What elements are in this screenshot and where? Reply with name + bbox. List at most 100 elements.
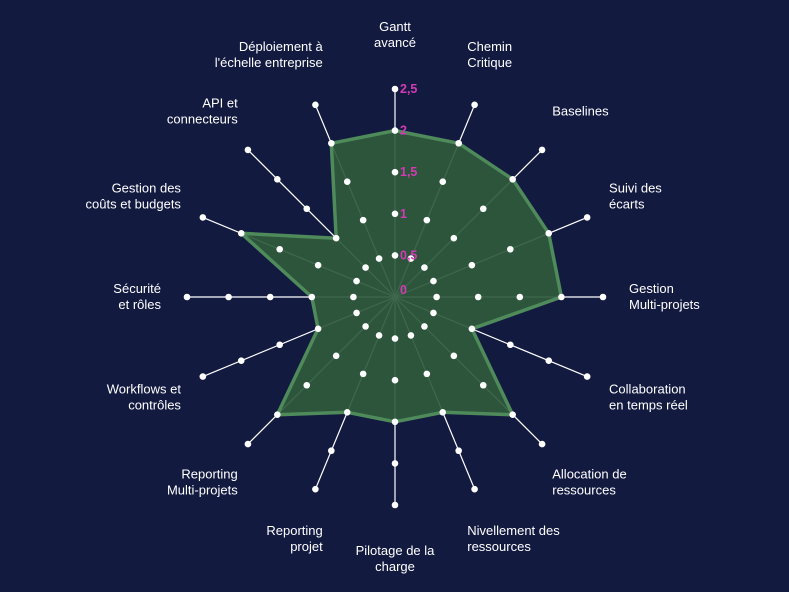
grid-point xyxy=(507,245,514,253)
grid-point xyxy=(375,332,383,339)
grid-point xyxy=(353,277,360,285)
grid-point xyxy=(545,357,553,364)
grid-point xyxy=(362,264,369,271)
radial-tick-labels: 0 0,5 1 1,5 2 2,5 xyxy=(400,82,417,297)
grid-point xyxy=(479,381,487,389)
grid-point xyxy=(314,261,322,269)
grid-point xyxy=(328,447,335,455)
grid-point xyxy=(583,214,591,221)
grid-point xyxy=(303,381,311,389)
grid-point xyxy=(474,293,482,301)
grid-point xyxy=(328,139,335,147)
grid-point xyxy=(407,332,415,339)
tick-label: 0 xyxy=(400,283,407,297)
grid-point xyxy=(391,501,399,509)
grid-point xyxy=(391,127,399,134)
grid-point xyxy=(433,293,440,301)
grid-point xyxy=(332,352,340,360)
grid-points xyxy=(183,85,607,509)
grid-point xyxy=(308,293,316,301)
grid-point xyxy=(421,264,428,271)
grid-point xyxy=(237,357,245,364)
grid-point xyxy=(545,230,553,237)
tick-label: 1,5 xyxy=(400,165,417,179)
grid-point xyxy=(266,293,274,301)
grid-point xyxy=(423,216,431,224)
grid-point xyxy=(471,101,478,109)
grid-point xyxy=(332,234,340,242)
grid-point xyxy=(391,460,399,467)
grid-point xyxy=(199,214,207,221)
grid-point xyxy=(439,178,447,185)
grid-point xyxy=(507,341,514,349)
grid-point xyxy=(599,293,607,301)
grid-point xyxy=(244,146,252,154)
grid-point xyxy=(314,325,322,333)
grid-point xyxy=(343,409,351,416)
grid-point xyxy=(362,323,369,330)
tick-label: 2,5 xyxy=(400,82,417,96)
grid-point xyxy=(509,411,516,418)
grid-point xyxy=(450,234,458,242)
grid-point xyxy=(375,255,383,262)
grid-point xyxy=(468,325,476,333)
grid-point xyxy=(244,440,252,448)
grid-point xyxy=(303,205,311,213)
grid-point xyxy=(183,293,191,301)
tick-label: 1 xyxy=(400,207,407,221)
grid-point xyxy=(359,216,367,224)
grid-point xyxy=(468,261,476,269)
grid-point xyxy=(471,485,478,493)
grid-point xyxy=(199,373,207,380)
grid-point xyxy=(225,293,232,301)
grid-point xyxy=(391,376,399,384)
grid-point xyxy=(455,447,462,455)
grid-point xyxy=(421,323,428,330)
grid-point xyxy=(479,205,487,213)
grid-point xyxy=(312,101,319,109)
grid-point xyxy=(509,176,516,183)
grid-point xyxy=(538,146,546,154)
grid-point xyxy=(430,309,437,317)
grid-point xyxy=(391,168,399,176)
category-label: Baselines xyxy=(552,104,609,119)
grid-point xyxy=(455,139,462,147)
grid-point xyxy=(391,335,399,342)
grid-point xyxy=(391,418,399,426)
grid-point xyxy=(430,277,437,285)
grid-point xyxy=(391,85,399,93)
grid-point xyxy=(237,230,245,237)
grid-point xyxy=(391,210,399,218)
grid-point xyxy=(276,245,283,253)
grid-point xyxy=(423,370,431,378)
tick-label: 2 xyxy=(400,124,407,138)
grid-point xyxy=(359,370,367,378)
grid-point xyxy=(439,409,447,416)
grid-point xyxy=(276,341,283,349)
grid-point xyxy=(538,440,546,448)
grid-point xyxy=(391,252,399,259)
grid-point xyxy=(558,293,565,301)
grid-point xyxy=(274,176,281,183)
grid-point xyxy=(450,352,458,360)
tick-label: 0,5 xyxy=(400,248,417,262)
grid-point xyxy=(343,178,351,185)
grid-point xyxy=(583,373,591,380)
grid-point xyxy=(353,309,360,317)
